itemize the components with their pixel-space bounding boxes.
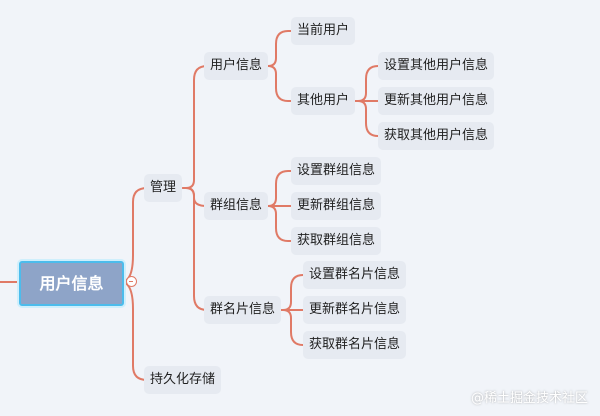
node-update-group-card-info[interactable]: 更新群名片信息 bbox=[303, 296, 407, 324]
edge-group-get bbox=[265, 205, 293, 242]
node-get-group-info[interactable]: 获取群组信息 bbox=[291, 227, 382, 255]
edge-card-get bbox=[279, 309, 307, 346]
node-current-user[interactable]: 当前用户 bbox=[291, 17, 356, 45]
edge-other-get bbox=[354, 100, 382, 137]
node-get-group-card-info[interactable]: 获取群名片信息 bbox=[303, 331, 407, 359]
edge-manage-user bbox=[182, 65, 211, 189]
edge-manage-card bbox=[182, 187, 211, 311]
root-node[interactable]: 用户信息 bbox=[19, 261, 124, 306]
edge-root-persist bbox=[120, 281, 151, 381]
node-set-other-user-info[interactable]: 设置其他用户信息 bbox=[378, 52, 495, 80]
node-group-info[interactable]: 群组信息 bbox=[204, 192, 269, 220]
node-get-other-user-info[interactable]: 获取其他用户信息 bbox=[378, 122, 495, 150]
edge-root-manage bbox=[120, 187, 151, 283]
node-manage[interactable]: 管理 bbox=[144, 174, 183, 202]
edge-user-current bbox=[265, 30, 293, 67]
node-update-group-info[interactable]: 更新群组信息 bbox=[291, 192, 382, 220]
node-update-other-user-info[interactable]: 更新其他用户信息 bbox=[378, 87, 495, 115]
collapse-toggle-icon[interactable] bbox=[126, 276, 137, 287]
edge-user-other bbox=[265, 65, 293, 102]
watermark: @稀土掘金技术社区 bbox=[470, 391, 588, 406]
node-group-card-info[interactable]: 群名片信息 bbox=[204, 296, 282, 324]
node-persistent-storage[interactable]: 持久化存储 bbox=[144, 366, 222, 394]
node-other-users[interactable]: 其他用户 bbox=[291, 87, 356, 115]
node-user-info[interactable]: 用户信息 bbox=[204, 52, 269, 80]
edge-group-set bbox=[265, 170, 293, 207]
node-set-group-card-info[interactable]: 设置群名片信息 bbox=[303, 261, 407, 289]
node-set-group-info[interactable]: 设置群组信息 bbox=[291, 157, 382, 185]
